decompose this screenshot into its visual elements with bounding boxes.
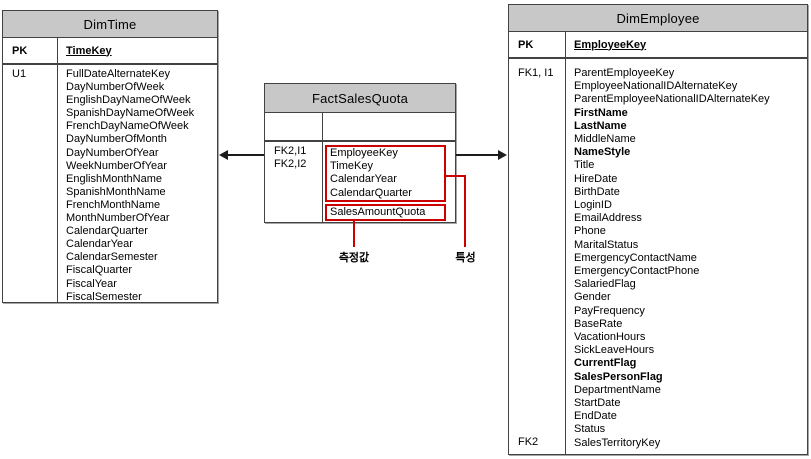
field-row: DepartmentName xyxy=(574,383,661,396)
measure-callout-line xyxy=(353,221,355,247)
field-row: LoginID xyxy=(574,199,612,212)
relationship-line-left xyxy=(226,154,264,156)
field-row: Gender xyxy=(574,291,611,304)
field-row: Status xyxy=(574,423,606,436)
field-row: EmailAddress xyxy=(574,212,642,225)
index-label: U1 xyxy=(12,68,27,80)
pk-field: TimeKey xyxy=(66,44,112,57)
field-row: SalesAmountQuota xyxy=(330,205,426,218)
index-label: FK2,I1 xyxy=(274,145,307,157)
relationship-line-right xyxy=(456,154,498,156)
field-row: BaseRate xyxy=(574,317,623,330)
field-row: WeekNumberOfYear xyxy=(66,159,167,172)
field-row: TimeKey xyxy=(330,160,373,173)
field-row: MiddleName xyxy=(574,133,636,146)
table-title: DimTime xyxy=(3,11,217,38)
field-row: CurrentFlag xyxy=(574,357,637,370)
field-row: PayFrequency xyxy=(574,304,645,317)
index-column: FK1, I1 FK2 xyxy=(509,59,566,454)
table-title: FactSalesQuota xyxy=(265,84,455,113)
field-row: DayNumberOfYear xyxy=(66,146,159,159)
field-row: SalesPersonFlag xyxy=(574,370,663,383)
field-row: Phone xyxy=(574,225,606,238)
field-row: EmergencyContactPhone xyxy=(574,265,700,278)
field-row: EnglishMonthName xyxy=(66,172,162,185)
field-row: NameStyle xyxy=(574,146,631,159)
field-row: DayNumberOfMonth xyxy=(66,133,167,146)
pk-row-empty xyxy=(265,113,455,142)
field-row: CalendarQuarter xyxy=(66,225,148,238)
field-row: FiscalSemester xyxy=(66,290,142,303)
field-row: VacationHours xyxy=(574,331,646,344)
attribute-callout-line-vertical xyxy=(464,175,466,247)
highlight-box-measure: SalesAmountQuota xyxy=(325,203,446,222)
index-label: FK2,I2 xyxy=(274,158,307,171)
field-row: DayNumberOfWeek xyxy=(66,81,165,94)
field-row: Title xyxy=(574,159,595,172)
attribute-callout-line-horizontal xyxy=(445,175,466,177)
field-row: FirstName xyxy=(574,106,628,119)
table-dimtime: DimTime PK TimeKey U1 FullDateAlternateK… xyxy=(2,10,218,303)
field-row: FrenchDayNameOfWeek xyxy=(66,120,189,133)
field-row: FiscalYear xyxy=(66,277,117,290)
pk-label-empty xyxy=(265,113,323,140)
table-title: DimEmployee xyxy=(509,5,807,32)
field-row: SpanishDayNameOfWeek xyxy=(66,107,195,120)
field-row: SickLeaveHours xyxy=(574,344,655,357)
field-row: EndDate xyxy=(574,410,617,423)
pk-field-empty xyxy=(323,113,455,140)
field-row: HireDate xyxy=(574,172,618,185)
field-row: CalendarYear xyxy=(66,238,133,251)
field-row: EnglishDayNameOfWeek xyxy=(66,94,191,107)
field-row: StartDate xyxy=(574,397,621,410)
field-row: MaritalStatus xyxy=(574,238,639,251)
field-row: SalariedFlag xyxy=(574,278,636,291)
index-column: U1 xyxy=(3,65,58,302)
pk-field: EmployeeKey xyxy=(574,38,647,51)
attribute-callout-label: 특성 xyxy=(455,252,476,264)
field-row: FrenchMonthName xyxy=(66,198,161,211)
field-row: MonthNumberOfYear xyxy=(66,212,170,225)
pk-label: PK xyxy=(3,38,58,63)
field-row: ParentEmployeeKey xyxy=(574,67,675,79)
field-row: EmployeeKey xyxy=(330,147,398,159)
pk-row: PK EmployeeKey xyxy=(509,32,807,59)
field-row: EmployeeNationalIDAlternateKey xyxy=(574,80,738,93)
measure-callout-label: 측정값 xyxy=(338,252,370,264)
field-row: FullDateAlternateKey xyxy=(66,68,170,80)
field-row: ParentEmployeeNationalIDAlternateKey xyxy=(574,93,770,106)
arrowhead-right-icon xyxy=(498,150,507,160)
field-row: CalendarYear xyxy=(330,173,397,186)
field-row: SpanishMonthName xyxy=(66,185,166,198)
field-row: FiscalQuarter xyxy=(66,264,133,277)
index-label-bottom: FK2 xyxy=(518,435,539,448)
field-row: CalendarQuarter xyxy=(330,186,412,199)
pk-row: PK TimeKey xyxy=(3,38,217,65)
field-row: EmergencyContactName xyxy=(574,251,697,264)
field-row: BirthDate xyxy=(574,185,620,198)
arrowhead-left-icon xyxy=(219,150,228,160)
field-row: SalesTerritoryKey xyxy=(574,436,661,449)
field-row: LastName xyxy=(574,119,627,132)
table-dimemployee: DimEmployee PK EmployeeKey FK1, I1 FK2 P… xyxy=(508,4,808,455)
index-label-top: FK1, I1 xyxy=(518,67,554,79)
field-row: CalendarSemester xyxy=(66,251,158,264)
pk-label: PK xyxy=(509,32,566,57)
